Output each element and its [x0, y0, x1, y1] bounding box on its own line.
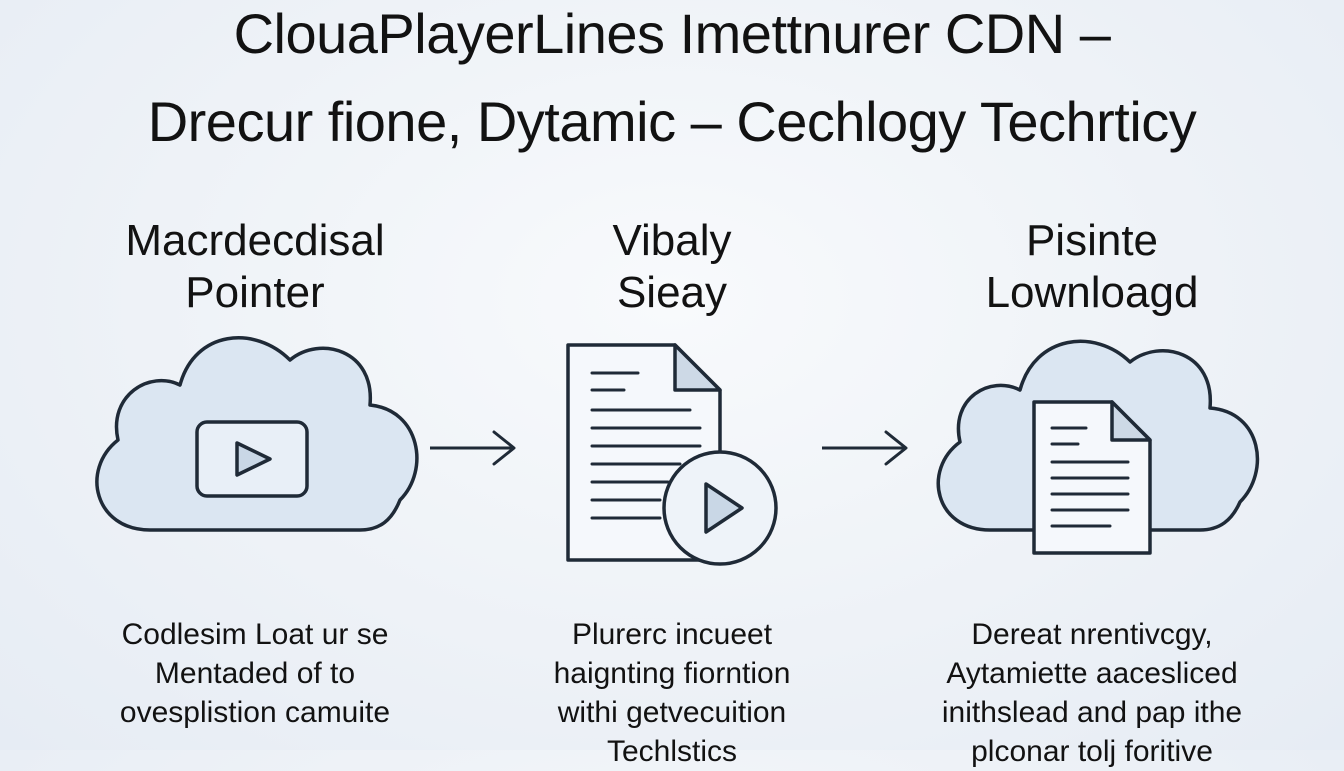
step-3-heading-line-2: Lownloagd [985, 268, 1199, 317]
step-3-desc-line-3: inithslead and pap ithe [941, 696, 1243, 729]
step-3-desc-line-1: Dereat nrentivcgy, [971, 618, 1213, 651]
page-title: ClouaPlayerLines Imettnurer CDN – Drecur… [0, 0, 1344, 166]
step-1-desc-line-1: Codlesim Loat ur se [121, 618, 389, 651]
step-2-desc-line-1: Plurerc incueet [571, 618, 773, 651]
flow-diagram [95, 336, 1260, 566]
step-1-desc-line-2: Mentaded of to [154, 657, 356, 690]
step-1-heading-line-2: Pointer [185, 268, 325, 317]
text-lines [590, 371, 702, 520]
play-triangle [235, 441, 272, 477]
step-3-description: Dereat nrentivcgy, Aytamiette aacesliced… [892, 615, 1292, 771]
step-3-heading-line-1: Pisinte [1025, 216, 1159, 265]
step-3-desc-line-4: plconar tolj foritive [971, 735, 1213, 768]
arrow-right-icon [822, 430, 908, 466]
page-fold [673, 343, 722, 392]
step-1-desc-line-3: ovesplistion camuite [119, 696, 391, 729]
cloud-document-icon [936, 339, 1260, 555]
cloud-video-icon [95, 336, 419, 532]
step-1-heading: Macrdecdisal Pointer [55, 215, 455, 319]
step-3-desc-line-2: Aytamiette aacesliced [946, 657, 1238, 690]
step-2-desc-line-4: Techlstics [606, 735, 738, 768]
title-line-2: Drecur fione, Dytamic – Cechlogy Techrti… [147, 90, 1197, 153]
title-line-1: ClouaPlayerLines Imettnurer CDN – [233, 2, 1111, 65]
play-triangle [704, 482, 744, 534]
step-2-desc-line-2: haignting fiorntion [553, 657, 791, 690]
step-1-heading-line-1: Macrdecdisal [125, 216, 385, 265]
step-2-heading-line-1: Vibaly [612, 216, 732, 265]
text-lines [1050, 426, 1130, 528]
step-2-desc-line-3: withi getvecuition [557, 696, 787, 729]
document-play-icon [566, 343, 778, 566]
step-1-description: Codlesim Loat ur se Mentaded of to ovesp… [55, 615, 455, 732]
step-2-heading: Vibaly Sieay [472, 215, 872, 319]
step-2-description: Plurerc incueet haignting fiorntion with… [472, 615, 872, 771]
step-3-heading: Pisinte Lownloagd [892, 215, 1292, 319]
arrow-right-icon [430, 430, 516, 466]
step-2-heading-line-2: Sieay [616, 268, 728, 317]
page-fold [1110, 400, 1152, 442]
